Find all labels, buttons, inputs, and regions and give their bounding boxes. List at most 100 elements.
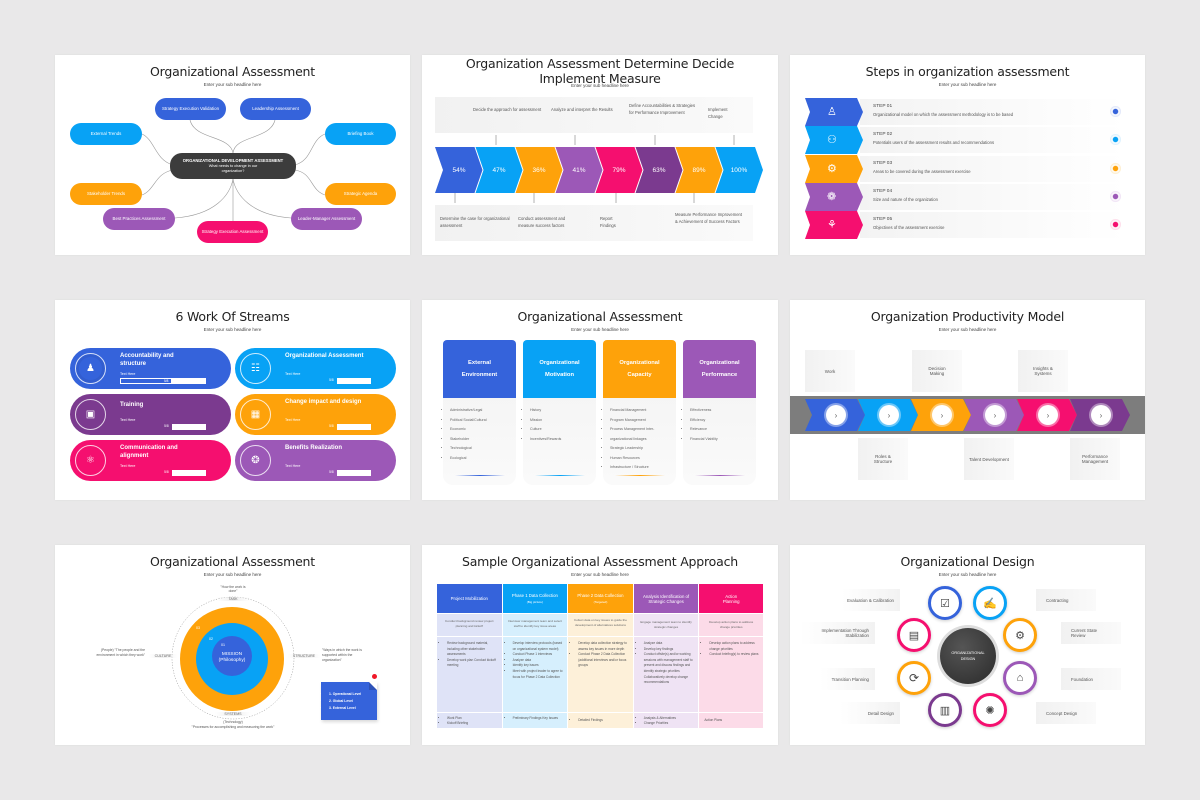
stream-card[interactable]: ⚛ Communication and alignment Text Here … — [70, 440, 231, 481]
label-concept-design: Concept Design — [1036, 702, 1096, 724]
stream-text: Text Here — [285, 372, 301, 376]
column-bullets: Develop data collection strategy to asse… — [568, 637, 633, 712]
gears-icon[interactable]: ⚙ — [1003, 618, 1037, 652]
slide-org-assessment-mindmap[interactable]: Organizational Assessment Enter your sub… — [55, 55, 410, 255]
top-note: Analyze and interpret the Results — [551, 107, 613, 112]
node-leadership-assessment[interactable]: Leadership Assessment — [240, 98, 311, 120]
step-row[interactable]: ⚇ STEP 02 Potentials users of the assess… — [805, 126, 1130, 155]
column-bullets: Develop interview protocols (based on or… — [502, 637, 568, 712]
systems-quote1: (Technology) — [223, 720, 243, 724]
slide-assessment-approach-table[interactable]: Sample Organizational Assessment Approac… — [422, 545, 778, 745]
label-current-state-review: Current State Review — [1061, 622, 1121, 644]
slide-steps-organization-assessment[interactable]: Steps in organization assessment Enter y… — [790, 55, 1145, 255]
node-briefing-book[interactable]: Briefing Book — [325, 123, 396, 145]
stream-card[interactable]: ▣ Training Text Here 5/8 — [70, 394, 231, 435]
chevron-right-icon[interactable]: › — [826, 405, 846, 425]
slide-title: Steps in organization assessment — [865, 64, 1070, 79]
node-external-trends[interactable]: External Trends — [70, 123, 142, 145]
connector-lines — [141, 119, 326, 221]
chevron-right-icon[interactable]: › — [1038, 405, 1058, 425]
step-text: Potentials users of the assessment resul… — [873, 140, 995, 146]
step-row[interactable]: ❁ STEP 04 Size and nature of the organiz… — [805, 182, 1130, 211]
top-note: Decide the approach for assessment — [473, 107, 542, 112]
chevron-right-icon[interactable]: › — [879, 405, 899, 425]
column-outputs: Preliminary Findings Key Issues — [502, 713, 568, 728]
chart-gear-icon[interactable]: ▤ — [897, 618, 931, 652]
stream-card[interactable]: ❂ Benefits Realization Text Here 5/8 — [235, 440, 396, 481]
column-desc: Interview management team and select sta… — [502, 614, 568, 636]
stream-card[interactable]: ▦ Change impact and design Text Here 5/8 — [235, 394, 396, 435]
step-row[interactable]: ⚘ STEP 05 Objectives of the assessment e… — [805, 211, 1130, 240]
column-header[interactable]: Phase 2 Data Collection(Targeted) — [568, 584, 633, 613]
step-row[interactable]: ⚙ STEP 03 Areas to be covered during the… — [805, 154, 1130, 183]
table-column: Analysis Identification of Strategic Cha… — [633, 584, 699, 728]
node-strategy-execution-validation[interactable]: Strategy Execution Validation — [155, 98, 226, 120]
slide-organizational-design[interactable]: Organizational Design Enter your sub hea… — [790, 545, 1145, 745]
assessment-card[interactable]: Organizational Capacity Financial Manage… — [603, 340, 676, 485]
sticky-note: 1. Operational Level2. Global Level3. Ex… — [321, 682, 377, 720]
column-header[interactable]: Analysis Identification of Strategic Cha… — [633, 584, 699, 613]
building-gears-icon[interactable]: ⌂ — [1003, 661, 1037, 695]
slide-subtitle: Enter your sub headline here — [203, 572, 262, 577]
level-list: 1. Operational Level2. Global Level3. Ex… — [329, 691, 361, 712]
step-dot-icon — [1110, 219, 1121, 231]
task-label: TASK — [217, 597, 249, 601]
center-node-title: ORGANIZATIONAL DEVELOPMENT ASSESSMENT — [182, 158, 284, 164]
slide-productivity-model[interactable]: Organization Productivity Model Enter yo… — [790, 300, 1145, 500]
chevron-right-icon[interactable]: › — [1091, 405, 1111, 425]
stream-text: Text Here — [120, 464, 136, 468]
blueprint-icon[interactable]: ▥ — [928, 693, 962, 727]
slide-title: Organizational Assessment — [149, 64, 315, 79]
stream-card[interactable]: ☷ Organizational Assessment Text Here 5/… — [235, 348, 396, 389]
stream-title: Organizational Assessment — [285, 353, 364, 359]
stream-title: Benefits Realization — [285, 445, 343, 451]
node-best-practices[interactable]: Best Practices Assessment — [103, 208, 175, 230]
slide-6-work-streams[interactable]: 6 Work Of Streams Enter your sub headlin… — [55, 300, 410, 500]
card-header: Organizational Motivation — [523, 340, 596, 398]
column-header[interactable]: Action Planning — [699, 584, 763, 613]
node-stakeholder-trends[interactable]: Stakeholder Trends — [70, 183, 142, 205]
training-board-icon: ▣ — [75, 399, 106, 430]
table-column: Action Planning Develop action plans to … — [699, 584, 763, 728]
assessment-card[interactable]: Organizational Motivation HistoryMission… — [523, 340, 596, 485]
building-gear-icon: ❁ — [827, 190, 837, 203]
slide-org-assessment-cards[interactable]: Organizational Assessment Enter your sub… — [422, 300, 778, 500]
idea-gear-icon[interactable]: ✺ — [973, 693, 1007, 727]
assessment-card[interactable]: Organizational Performance Effectiveness… — [683, 340, 756, 485]
card-header: Organizational Capacity — [603, 340, 676, 398]
team-chart-icon: ⚘ — [827, 219, 837, 232]
assessment-card[interactable]: External Environment Administrative/Lega… — [443, 340, 516, 485]
card-header: External Environment — [443, 340, 516, 398]
step-label: STEP 01 — [873, 104, 893, 109]
top-box: Insights & Systems — [1018, 350, 1068, 392]
culture-quote: (People) "The people and the environment… — [96, 648, 145, 658]
node-strategic-agenda[interactable]: Strategic Agenda — [325, 183, 396, 205]
step-text: Areas to be covered during the assessmen… — [873, 168, 971, 174]
chevron-right-icon[interactable]: › — [932, 405, 952, 425]
percent-value: 100% — [730, 166, 748, 174]
slide-subtitle: Enter your sub headline here — [571, 327, 629, 332]
slide-org-assessment-rings[interactable]: Organizational Assessment Enter your sub… — [55, 545, 410, 745]
top-box: Decision Making — [912, 350, 962, 392]
cycle-gear-icon[interactable]: ⟳ — [897, 661, 931, 695]
ring-inner — [212, 636, 252, 676]
column-header[interactable]: Phase 1 Data Collection(Big picture) — [502, 584, 568, 613]
bottom-note: Determine the case for organizational as… — [440, 216, 510, 228]
node-leader-manager[interactable]: Leader-Manager Assessment — [291, 208, 362, 230]
slide-determine-decide-implement[interactable]: Organization Assessment Determine Decide… — [422, 55, 778, 255]
label-foundation: Foundation — [1061, 668, 1121, 690]
percent-value: 47% — [492, 166, 506, 174]
mission-title: MISSION — [221, 652, 243, 657]
chevron-right-icon[interactable]: › — [985, 405, 1005, 425]
node-strategy-execution-assessment[interactable]: Strategy Execution Assessment — [197, 221, 268, 243]
stream-card[interactable]: ♟ Accountability and structure Text Here… — [70, 348, 231, 389]
step-dot-icon — [1110, 106, 1121, 117]
step-row[interactable]: ♙ STEP 01 Organizational model on which … — [805, 98, 1130, 126]
systems-label: SYSTEMS — [215, 712, 251, 716]
column-header[interactable]: Project Mobilization — [437, 584, 502, 613]
contract-icon[interactable]: ✍ — [973, 586, 1007, 620]
checklist-icon[interactable]: ☑ — [928, 586, 962, 620]
label-detail-design: Detail Design — [840, 702, 900, 724]
structure-quote: "Ways in which the work is supported wit… — [322, 648, 362, 663]
label-contracting: Contracting — [1036, 589, 1096, 611]
